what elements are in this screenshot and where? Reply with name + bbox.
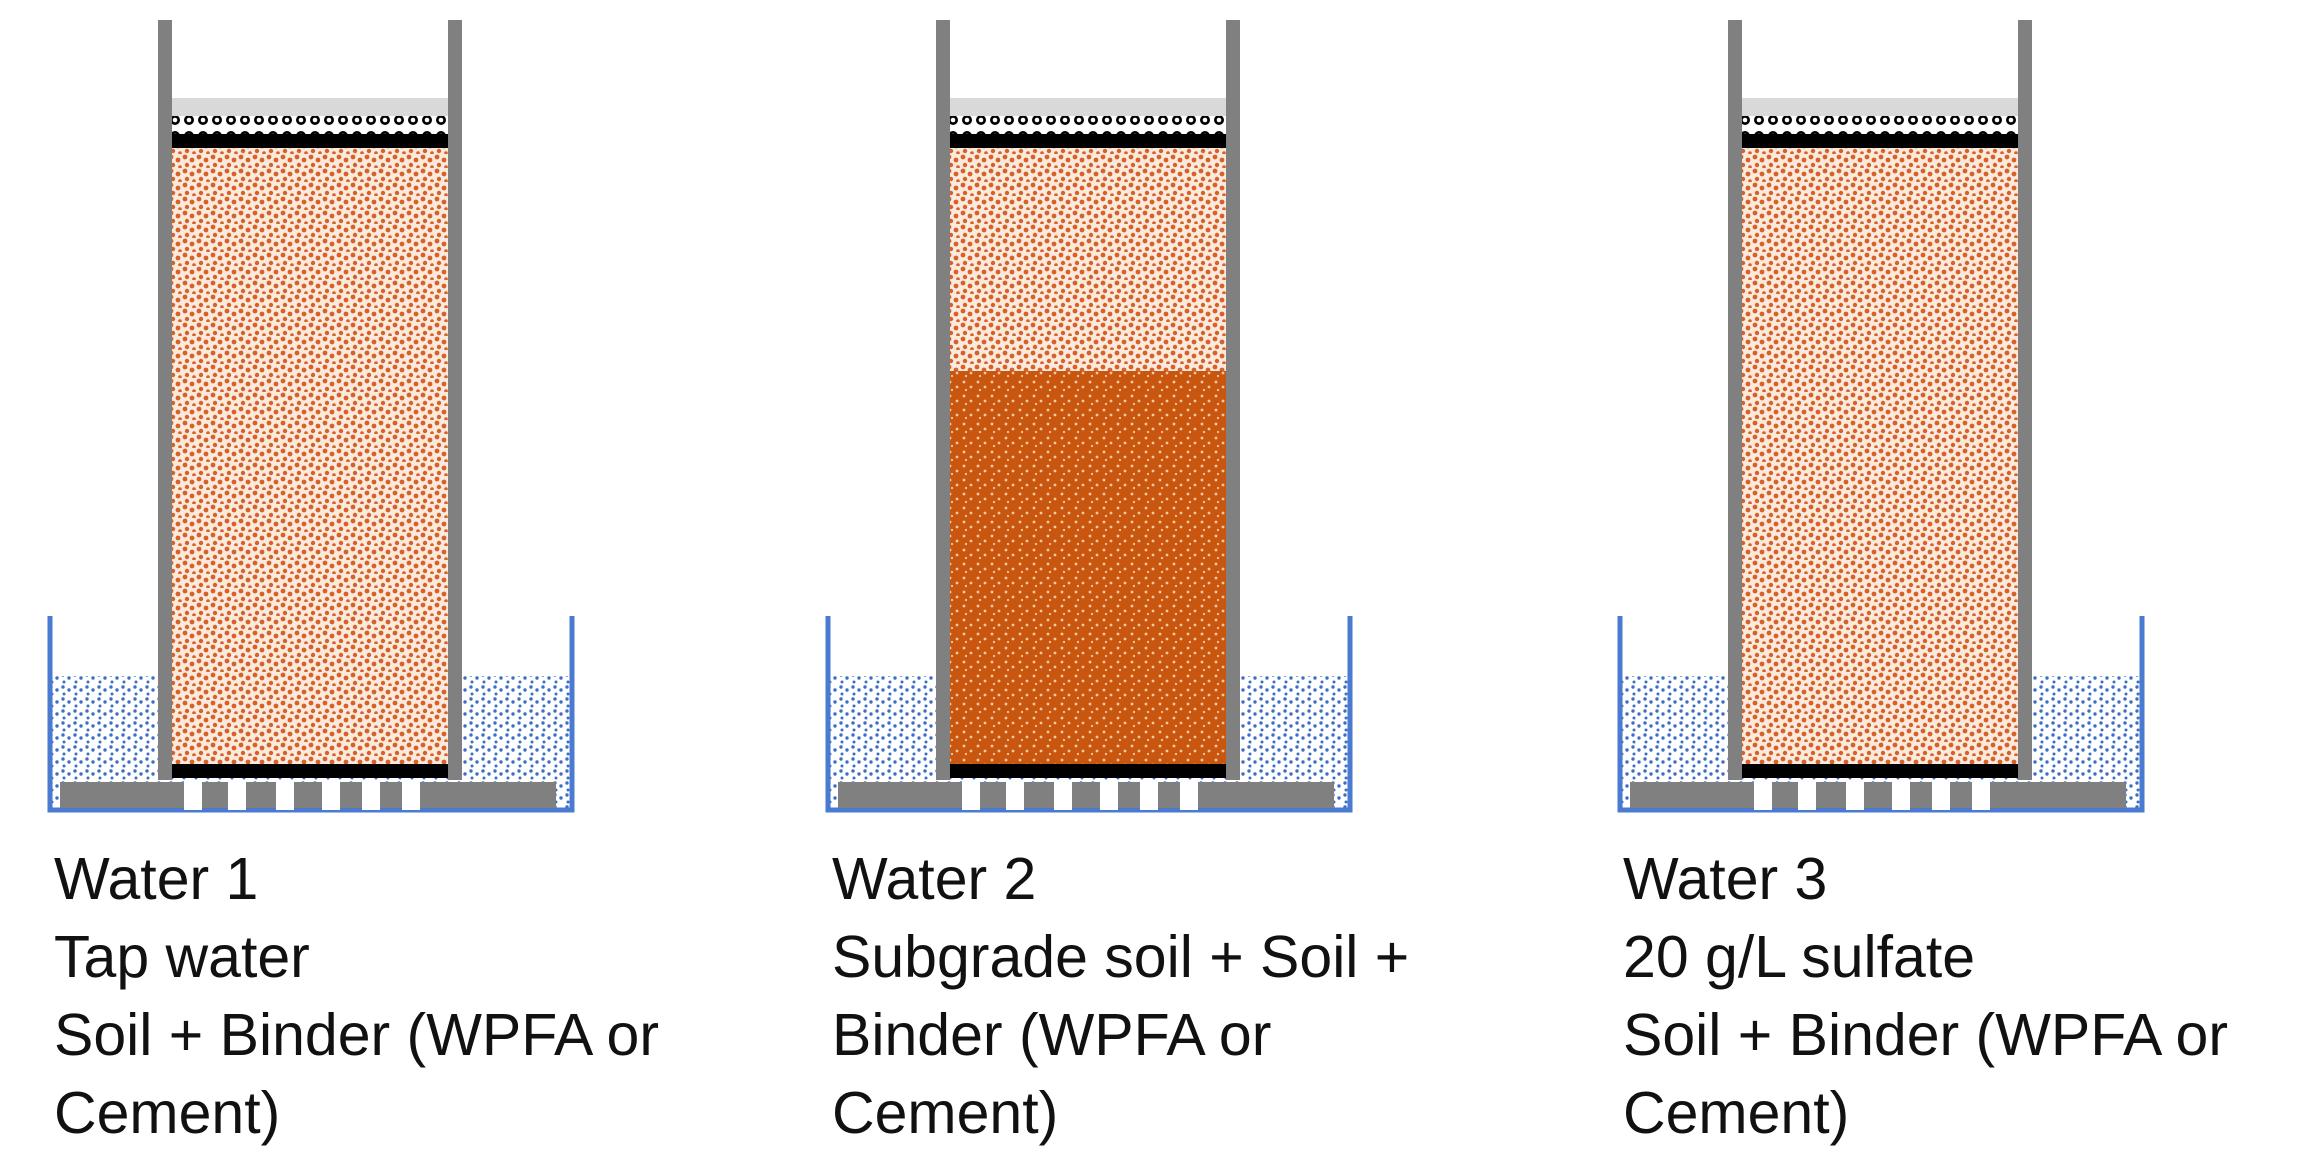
base-plate-hole bbox=[962, 780, 980, 810]
solution-label: 20 g/L sulfate bbox=[1623, 924, 1976, 990]
caption-water-3: Water 3 20 g/L sulfate Soil + Binder (WP… bbox=[1623, 840, 2304, 1152]
soil-specimen bbox=[172, 148, 448, 764]
base-plate-hole bbox=[184, 780, 202, 810]
top-filter-disk bbox=[1732, 134, 2028, 148]
caption-water-1: Water 1 Tap water Soil + Binder (WPFA or… bbox=[54, 840, 754, 1152]
sample-label-line-1: Binder (WPFA or bbox=[832, 1002, 1272, 1068]
base-plate-hole bbox=[362, 780, 380, 810]
water-label: Water 1 bbox=[54, 846, 259, 912]
soil-specimen bbox=[1742, 148, 2018, 764]
base-plate-hole bbox=[1180, 780, 1198, 810]
tube-wall-left bbox=[1728, 20, 1742, 780]
top-filter-disk bbox=[940, 134, 1236, 148]
top-cap-plate bbox=[172, 98, 448, 116]
base-plate-hole bbox=[1754, 780, 1772, 810]
base-plate-hole bbox=[1972, 780, 1990, 810]
base-plate bbox=[838, 782, 1334, 808]
base-plate-hole bbox=[1798, 780, 1816, 810]
water-container bbox=[47, 616, 575, 813]
water-container bbox=[1617, 616, 2145, 813]
top-porous-stone bbox=[1732, 116, 2028, 134]
base-plate bbox=[60, 782, 556, 808]
base-plate-hole bbox=[1846, 780, 1864, 810]
solution-label: Tap water bbox=[54, 924, 310, 990]
sample-label-line-1: Soil + Binder (WPFA or bbox=[54, 1002, 659, 1068]
bottom-filter-disk bbox=[1732, 764, 2028, 778]
base-plate-hole bbox=[1932, 780, 1950, 810]
wetted-soil-zone bbox=[950, 370, 1226, 764]
base-plate-hole bbox=[1892, 780, 1910, 810]
tube-wall-left bbox=[158, 20, 172, 780]
base-plate-hole bbox=[402, 780, 420, 810]
tube-wall-left bbox=[936, 20, 950, 780]
tube-wall-right bbox=[1226, 20, 1240, 780]
base-plate-hole bbox=[1054, 780, 1072, 810]
solution-label: Subgrade soil + Soil + bbox=[832, 924, 1410, 990]
base-plate-hole bbox=[1140, 780, 1158, 810]
base-plate bbox=[1630, 782, 2126, 808]
top-porous-stone bbox=[940, 116, 1236, 134]
tube-wall-right bbox=[2018, 20, 2032, 780]
column-setup-1 bbox=[47, 20, 575, 813]
sample-label-line-1: Soil + Binder (WPFA or bbox=[1623, 1002, 2228, 1068]
top-cap-plate bbox=[950, 98, 1226, 116]
sample-label-line-2: Cement) bbox=[54, 1080, 281, 1146]
base-plate-hole bbox=[1006, 780, 1024, 810]
bottom-filter-disk bbox=[940, 764, 1236, 778]
base-plate-hole bbox=[322, 780, 340, 810]
sample-label-line-2: Cement) bbox=[1623, 1080, 1850, 1146]
column-setup-3 bbox=[1617, 20, 2145, 813]
column-setup-2 bbox=[825, 20, 1353, 813]
top-porous-stone bbox=[162, 116, 458, 134]
base-plate-hole bbox=[1100, 780, 1118, 810]
water-container bbox=[825, 616, 1353, 813]
caption-water-2: Water 2 Subgrade soil + Soil + Binder (W… bbox=[832, 840, 1532, 1152]
base-plate-hole bbox=[276, 780, 294, 810]
top-filter-disk bbox=[162, 134, 458, 148]
top-cap-plate bbox=[1742, 98, 2018, 116]
water-label: Water 2 bbox=[832, 846, 1037, 912]
bottom-filter-disk bbox=[162, 764, 458, 778]
tube-wall-right bbox=[448, 20, 462, 780]
sample-label-line-2: Cement) bbox=[832, 1080, 1059, 1146]
water-label: Water 3 bbox=[1623, 846, 1828, 912]
base-plate-hole bbox=[228, 780, 246, 810]
